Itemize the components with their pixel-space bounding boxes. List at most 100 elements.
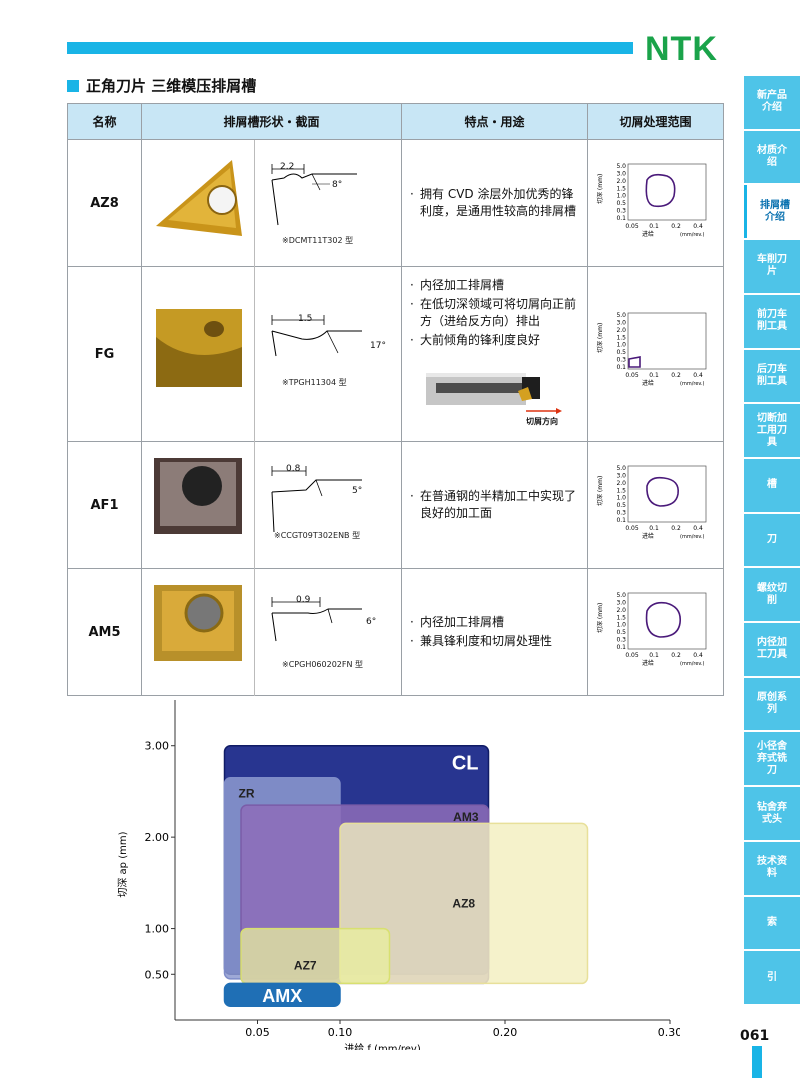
mini-x-tick: 0.1 xyxy=(649,372,659,379)
mini-x-tick: 0.05 xyxy=(625,652,639,659)
x-axis-label: 进给 f (mm/rev) xyxy=(344,1042,421,1050)
mini-y-tick: 2.0 xyxy=(616,480,626,487)
dim-label: 1.5 xyxy=(298,314,313,324)
sidebar-tab[interactable]: 原创系列 xyxy=(744,677,800,731)
mini-y-label: 切深 (mm) xyxy=(596,174,604,204)
section-diagram-az8 xyxy=(271,164,357,226)
feature-item: 在低切深领域可将切屑向正前方（进给反方向）排出 xyxy=(410,296,579,330)
y-tick-label: 0.50 xyxy=(145,968,170,981)
sidebar-tab-label: 内径加工刀具 xyxy=(757,637,787,661)
mini-x-unit: (mm/rev.) xyxy=(680,661,705,667)
mini-x-label: 进给 xyxy=(642,659,654,667)
sidebar-tab[interactable]: 新产品介绍 xyxy=(744,76,800,129)
sidebar-tab-label: 索 xyxy=(767,916,777,928)
chip-direction-label: 切屑方向 xyxy=(526,417,558,426)
mini-x-tick: 0.1 xyxy=(649,525,659,532)
sidebar-tab[interactable]: 车削刀片 xyxy=(744,240,800,293)
mini-x-tick: 0.2 xyxy=(671,652,681,659)
sidebar-tab-label: 技术资料 xyxy=(757,856,787,880)
sidebar-tab[interactable]: 螺纹切削 xyxy=(744,568,800,622)
range-label-az8: AZ8 xyxy=(452,896,475,910)
x-tick-label: 0.30 xyxy=(658,1026,680,1039)
model-ref: ※DCMT11T302 型 xyxy=(282,236,354,245)
sidebar-tab[interactable]: 钻舍弃式头 xyxy=(744,787,800,840)
model-ref: ※TPGH11304 型 xyxy=(282,378,347,387)
range-region-az8 xyxy=(339,822,589,985)
mini-y-tick: 2.0 xyxy=(616,607,626,614)
sidebar-tab[interactable]: 引 xyxy=(744,951,800,1004)
mini-x-tick: 0.05 xyxy=(625,525,639,532)
shape-cell: 0.9 6° ※CPGH060202FN 型 xyxy=(141,568,402,696)
mini-chart-frame xyxy=(627,312,707,370)
range-label-az7: AZ7 xyxy=(294,958,317,972)
table-row: FG 1.5 17° ※TPGH11304 型 内径加工排屑槽 xyxy=(67,266,724,442)
sidebar-tab[interactable]: 小径舍弃式铣刀 xyxy=(744,732,800,786)
mini-x-tick: 0.4 xyxy=(693,372,703,379)
mini-y-tick: 1.5 xyxy=(616,334,626,341)
mini-x-tick: 0.4 xyxy=(693,223,703,230)
sidebar-tab[interactable]: 槽 xyxy=(744,458,800,512)
table-row: AF1 0.8 5° ※CCGT09T302ENB 型 在普通钢的半精加 xyxy=(67,441,724,569)
shape-cell: 1.5 17° ※TPGH11304 型 xyxy=(141,266,402,442)
x-tick-label: 0.20 xyxy=(493,1026,518,1039)
insert-photo-af1 xyxy=(152,456,244,536)
mini-x-tick: 0.2 xyxy=(671,525,681,532)
features-cell: 内径加工排屑槽 兼具锋利度和切屑处理性 xyxy=(401,568,588,696)
ntk-logo: NTK xyxy=(645,30,717,66)
sidebar-tab-label: 排屑槽介绍 xyxy=(760,199,790,223)
model-ref: ※CPGH060202FN 型 xyxy=(282,660,363,669)
sidebar-tab-label: 后刀车削工具 xyxy=(757,363,787,387)
page-title: 正角刀片 三维模压排屑槽 xyxy=(86,77,257,95)
row-name: AF1 xyxy=(67,441,142,569)
sidebar-tab-label: 原创系列 xyxy=(757,692,787,716)
sidebar-tab[interactable]: 切断加工用刀具 xyxy=(744,404,800,457)
mini-x-unit: (mm/rev.) xyxy=(680,381,705,387)
mini-x-tick: 0.05 xyxy=(625,372,639,379)
top-accent-bar xyxy=(67,42,633,54)
sidebar-tab[interactable]: 排屑槽介绍 xyxy=(744,185,800,239)
chipbreaker-table: 名称 排屑槽形状・截面 特点・用途 切屑处理范围 AZ8 2 xyxy=(67,103,724,696)
mini-y-tick: 1.0 xyxy=(616,622,626,629)
range-label-am3: AM3 xyxy=(453,810,479,824)
feature-item: 拥有 CVD 涂层外加优秀的锋利度，是通用性较高的排屑槽 xyxy=(410,186,579,220)
sidebar-tab-label: 小径舍弃式铣刀 xyxy=(757,740,787,776)
sidebar-tab-label: 新产品介绍 xyxy=(757,90,787,114)
mini-y-tick: 0.1 xyxy=(616,644,626,651)
sidebar-tab[interactable]: 后刀车削工具 xyxy=(744,349,800,403)
feature-item: 大前倾角的锋利度良好 xyxy=(410,332,579,349)
sidebar-tab[interactable]: 材质介绍 xyxy=(744,130,800,184)
angle-label: 5° xyxy=(352,486,363,496)
sidebar-tab[interactable]: 内径加工刀具 xyxy=(744,623,800,676)
angle-label: 8° xyxy=(332,180,343,190)
range-region-amx xyxy=(223,982,341,1008)
sidebar-tab[interactable]: 索 xyxy=(744,896,800,950)
sidebar-tab-label: 钻舍弃式头 xyxy=(757,801,787,825)
title-marker xyxy=(67,80,79,92)
features-cell: 内径加工排屑槽 在低切深领域可将切屑向正前方（进给反方向）排出 大前倾角的锋利度… xyxy=(401,266,588,442)
mini-x-label: 进给 xyxy=(642,532,654,540)
sidebar-tab[interactable]: 前刀车削工具 xyxy=(744,294,800,348)
row-name: FG xyxy=(67,266,142,442)
mini-x-unit: (mm/rev.) xyxy=(680,534,705,540)
sidebar-tab-label: 刀 xyxy=(767,533,777,545)
dim-label: 0.9 xyxy=(296,595,311,605)
sidebar-tab[interactable]: 刀 xyxy=(744,513,800,567)
mini-chip-region xyxy=(646,476,680,507)
mini-y-tick: 3.0 xyxy=(616,472,626,479)
mini-y-tick: 5.0 xyxy=(616,465,626,472)
mini-chart-frame xyxy=(627,592,707,650)
mini-y-tick: 0.3 xyxy=(616,208,626,215)
y-axis-label: 切深 ap (mm) xyxy=(117,831,129,897)
feature-item: 内径加工排屑槽 xyxy=(410,614,579,631)
sidebar-tab-label: 槽 xyxy=(767,479,777,491)
sidebar-tab[interactable]: 技术资料 xyxy=(744,841,800,895)
insert-photo-fg xyxy=(152,307,244,387)
features-cell: 在普通钢的半精加工中实现了良好的加工面 xyxy=(401,441,588,569)
feature-item: 兼具锋利度和切屑处理性 xyxy=(410,633,579,650)
y-tick-label: 2.00 xyxy=(145,831,170,844)
